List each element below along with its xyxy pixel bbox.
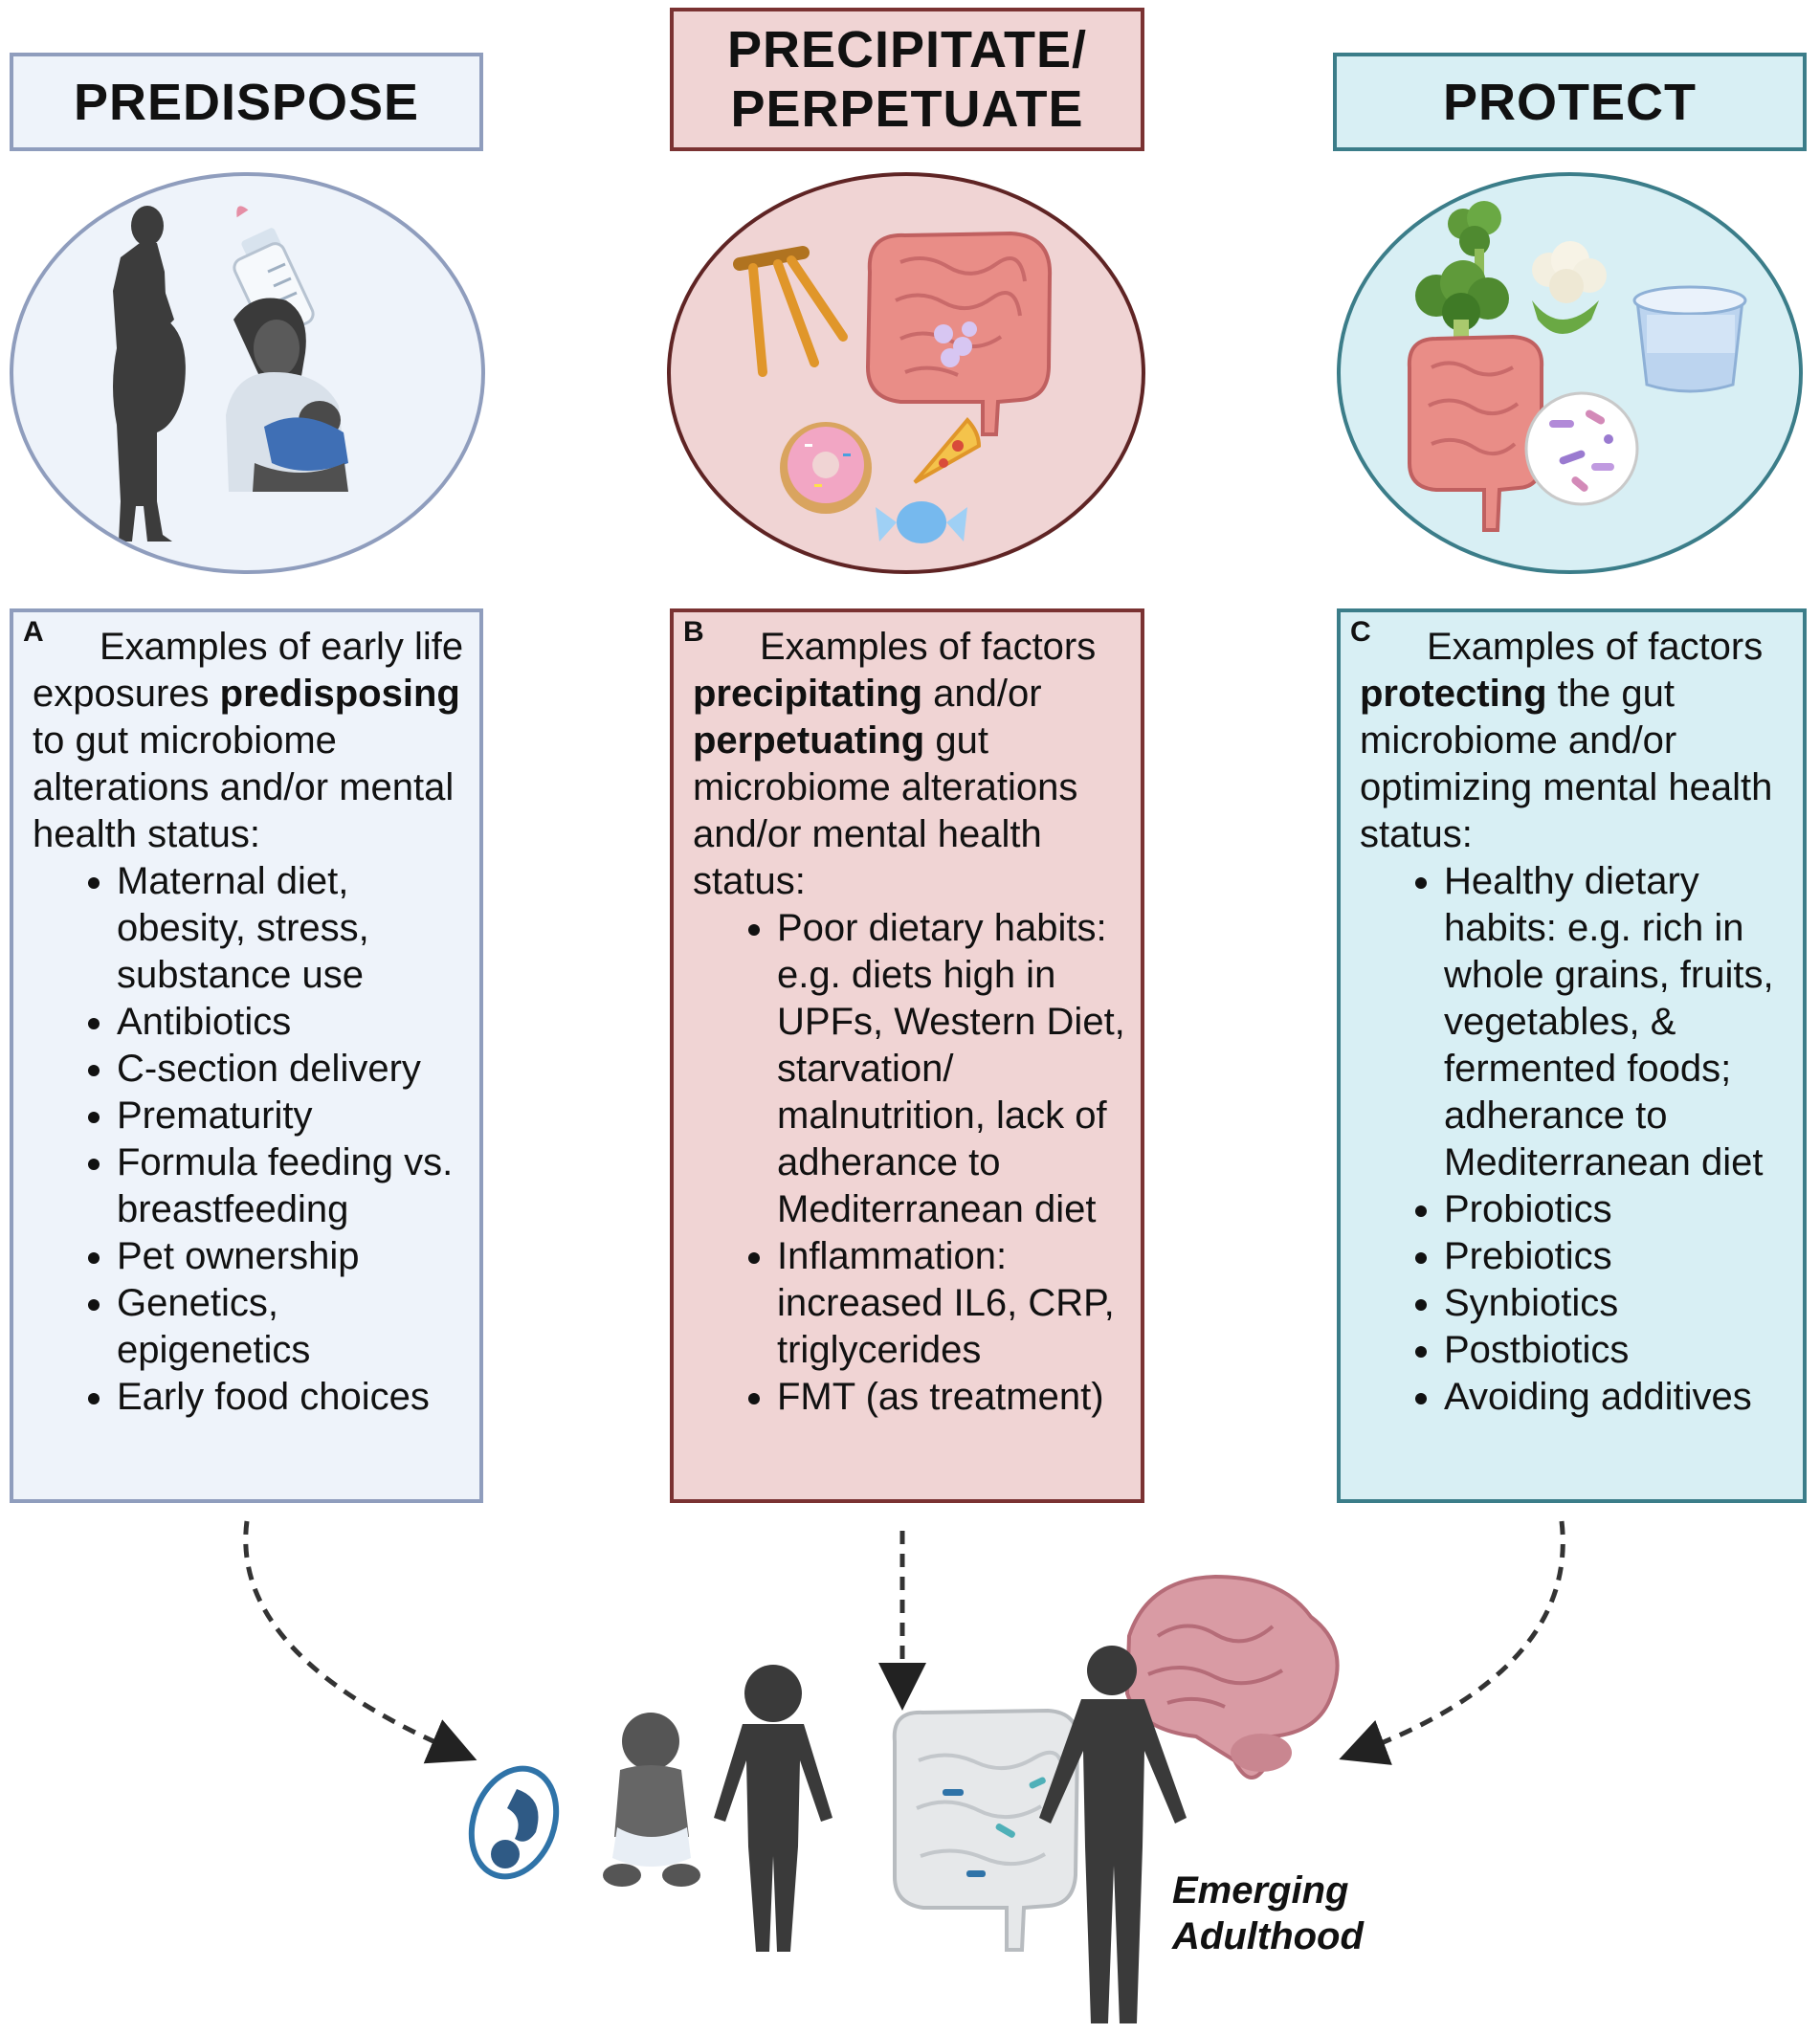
adult-icon (1039, 1646, 1187, 2023)
brain-icon (1124, 1574, 1340, 1780)
list-item: Pet ownership (117, 1233, 466, 1280)
list-item: Prebiotics (1444, 1233, 1789, 1280)
precipitate-illustration (667, 172, 1145, 574)
stool-icon (733, 246, 848, 377)
panel-b-list: Poor dietary habits: e.g. diets high in … (693, 905, 1127, 1421)
predispose-arrow (243, 1520, 477, 1764)
candy-icon (876, 501, 967, 543)
predispose-illustration (10, 172, 485, 574)
broccoli-icon (1448, 201, 1501, 277)
breastfeeding-mother-icon (226, 298, 348, 492)
list-item: Postbiotics (1444, 1327, 1789, 1374)
list-item: Genetics, epigenetics (117, 1280, 466, 1374)
list-item: FMT (as treatment) (777, 1374, 1127, 1421)
perpetuate-title: PERPETUATE (730, 80, 1084, 138)
protect-title: PROTECT (1442, 73, 1697, 131)
list-item: Prematurity (117, 1093, 466, 1139)
inflamed-intestine-icon (865, 231, 1053, 436)
pregnant-woman-icon (113, 206, 186, 542)
protect-header: PROTECT (1333, 53, 1807, 151)
protect-illustration (1337, 172, 1803, 574)
list-item: Maternal diet, obesity, stress, substanc… (117, 858, 466, 999)
panel-b-text: B Examples of factors precipitating and/… (670, 608, 1144, 1503)
predispose-title: PREDISPOSE (73, 73, 420, 131)
gut-microbiome-icon (892, 1708, 1080, 1952)
intestine-icon (1407, 334, 1544, 532)
list-item: Probiotics (1444, 1186, 1789, 1233)
precipitate-perpetuate-header: PRECIPITATE/ PERPETUATE (670, 8, 1144, 151)
list-item: Early food choices (117, 1374, 466, 1421)
precipitate-title: PRECIPITATE/ (726, 21, 1088, 78)
protect-arrow (1339, 1520, 1565, 1765)
panel-c-letter: C (1350, 616, 1371, 648)
list-item: Inflammation: increased IL6, CRP, trigly… (777, 1233, 1127, 1374)
panel-c-list: Healthy dietary habits: e.g. rich in who… (1360, 858, 1789, 1421)
panel-b-intro: Examples of factors precipitating and/or… (693, 626, 1097, 902)
panel-a-intro: Examples of early life exposures predisp… (33, 626, 464, 855)
panel-c-text: C Examples of factors protecting the gut… (1337, 608, 1807, 1503)
panel-b-letter: B (683, 616, 704, 648)
emerging-adulthood-label: Emerging Adulthood (1172, 1869, 1364, 1957)
panel-c-intro: Examples of factors protecting the gut m… (1360, 626, 1773, 855)
list-item: Healthy dietary habits: e.g. rich in who… (1444, 858, 1789, 1186)
fetus-icon (468, 1765, 560, 1880)
life-course-illustration (243, 1520, 1565, 2023)
list-item: Poor dietary habits: e.g. diets high in … (777, 905, 1127, 1233)
yogurt-icon (1632, 285, 1747, 393)
list-item: Antibiotics (117, 999, 466, 1046)
cauliflower-icon (1532, 241, 1607, 334)
child-icon (714, 1665, 832, 1952)
list-item: Formula feeding vs. breastfeeding (117, 1139, 466, 1233)
list-item: C-section delivery (117, 1046, 466, 1093)
bacteria-icon (1524, 391, 1639, 506)
donut-icon (780, 422, 872, 514)
list-item: Synbiotics (1444, 1280, 1789, 1327)
toddler-icon (603, 1713, 700, 1887)
pizza-icon (913, 416, 982, 484)
panel-a-list: Maternal diet, obesity, stress, substanc… (33, 858, 466, 1421)
list-item: Avoiding additives (1444, 1374, 1789, 1421)
panel-a-text: A Examples of early life exposures predi… (10, 608, 483, 1503)
predispose-header: PREDISPOSE (10, 53, 483, 151)
panel-a-letter: A (23, 616, 44, 648)
